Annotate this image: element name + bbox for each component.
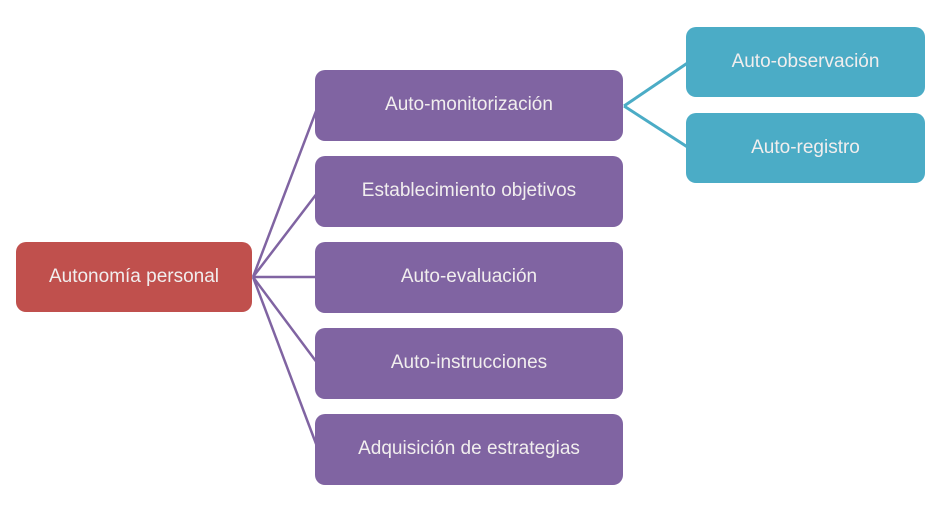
node-label: Auto-observación (731, 50, 880, 72)
node-auto-monitorizacion: Auto-monitorización (315, 70, 623, 141)
node-label: Adquisición de estrategias (358, 438, 580, 460)
connector-root-to-adquisicion-de-estrategias (251, 276, 320, 450)
node-label: Auto-monitorización (385, 94, 553, 116)
node-label: Establecimiento objetivos (361, 180, 577, 202)
node-label: Autonomía personal (48, 265, 220, 287)
node-autonomia-personal: Autonomía personal (16, 242, 252, 312)
node-auto-instrucciones: Auto-instrucciones (315, 328, 623, 399)
node-label: Auto-registro (751, 136, 860, 158)
connector-root-to-auto-monitorizacion (251, 105, 320, 278)
node-establecimiento-objetivos: Establecimiento objetivos (315, 156, 623, 227)
connector-auto-monitorizacion-to-auto-observacion (623, 60, 690, 108)
node-auto-registro: Auto-registro (686, 113, 925, 183)
node-auto-observacion: Auto-observación (686, 27, 925, 97)
node-auto-evaluacion: Auto-evaluación (315, 242, 623, 313)
connector-root-to-establecimiento-objetivos (252, 191, 319, 278)
connector-root-to-auto-instrucciones (251, 276, 320, 365)
connector-auto-monitorizacion-to-auto-registro (623, 104, 690, 150)
node-adquisicion-de-estrategias: Adquisición de estrategias (315, 414, 623, 485)
node-label: Auto-evaluación (400, 266, 538, 288)
node-label: Auto-instrucciones (390, 352, 548, 374)
